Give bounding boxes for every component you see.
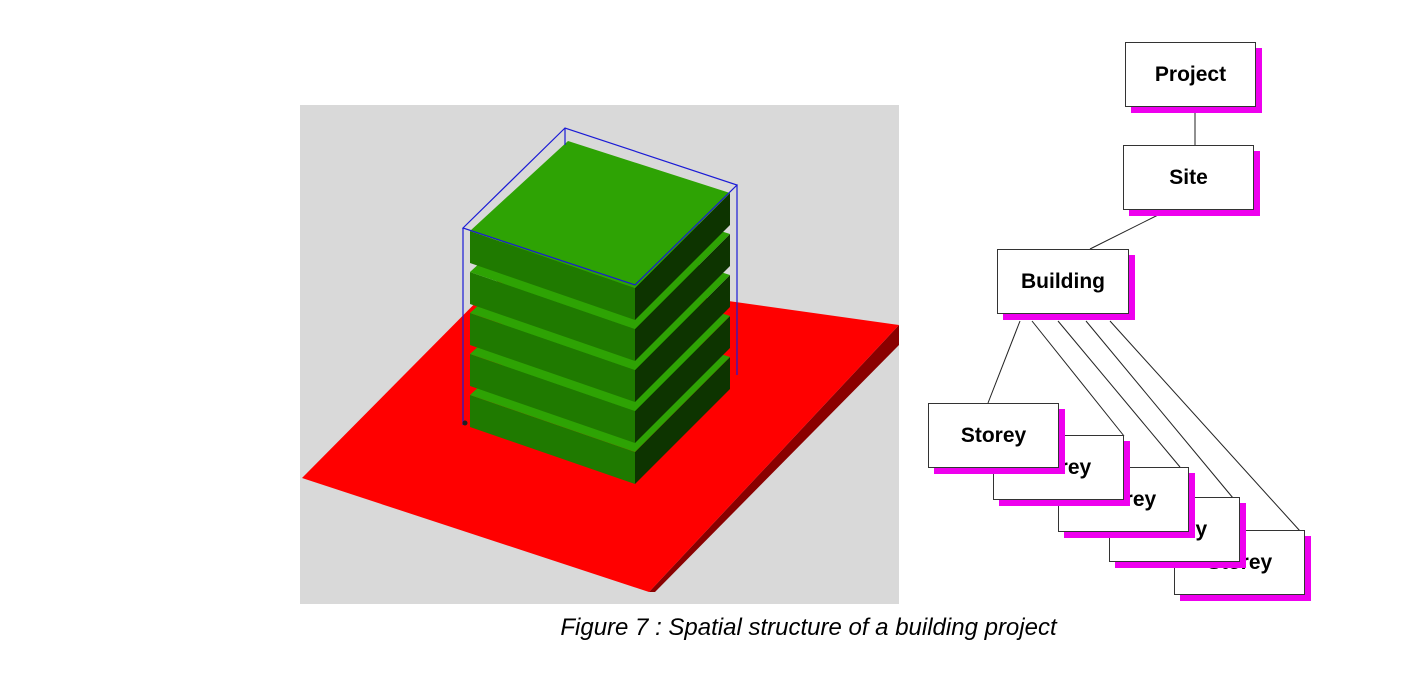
- edge-building-storey-2: [1031, 320, 1125, 437]
- storey-slab-side: [635, 193, 730, 320]
- storey-slab-side: [635, 357, 730, 484]
- storey-slab-front: [470, 313, 635, 402]
- origin-marker: [462, 420, 468, 426]
- node-project: Project: [1125, 42, 1256, 107]
- storey-slab-front: [470, 354, 635, 443]
- node-site: Site: [1123, 145, 1254, 210]
- node-building: Building: [997, 249, 1129, 314]
- storey-slab-front: [470, 272, 635, 361]
- edge-building-storey-4: [1085, 320, 1234, 499]
- node-storey-1: Storey: [928, 403, 1059, 468]
- storey-slab-front: [470, 395, 635, 484]
- storey-slab-side: [635, 275, 730, 402]
- edge-building-storey-5: [1109, 320, 1301, 532]
- storey-slab-side: [635, 234, 730, 361]
- edge-building-storey-1: [987, 320, 1021, 404]
- figure-caption: Figure 7 : Spatial structure of a buildi…: [560, 614, 1057, 641]
- storey-slab-side: [635, 316, 730, 443]
- edge-site-building: [1089, 214, 1159, 250]
- storey-slab-front: [470, 231, 635, 320]
- building-3d-render: [300, 105, 899, 604]
- bounding-box: [461, 127, 739, 425]
- edge-building-storey-3: [1057, 320, 1181, 468]
- render-svg: [302, 127, 899, 592]
